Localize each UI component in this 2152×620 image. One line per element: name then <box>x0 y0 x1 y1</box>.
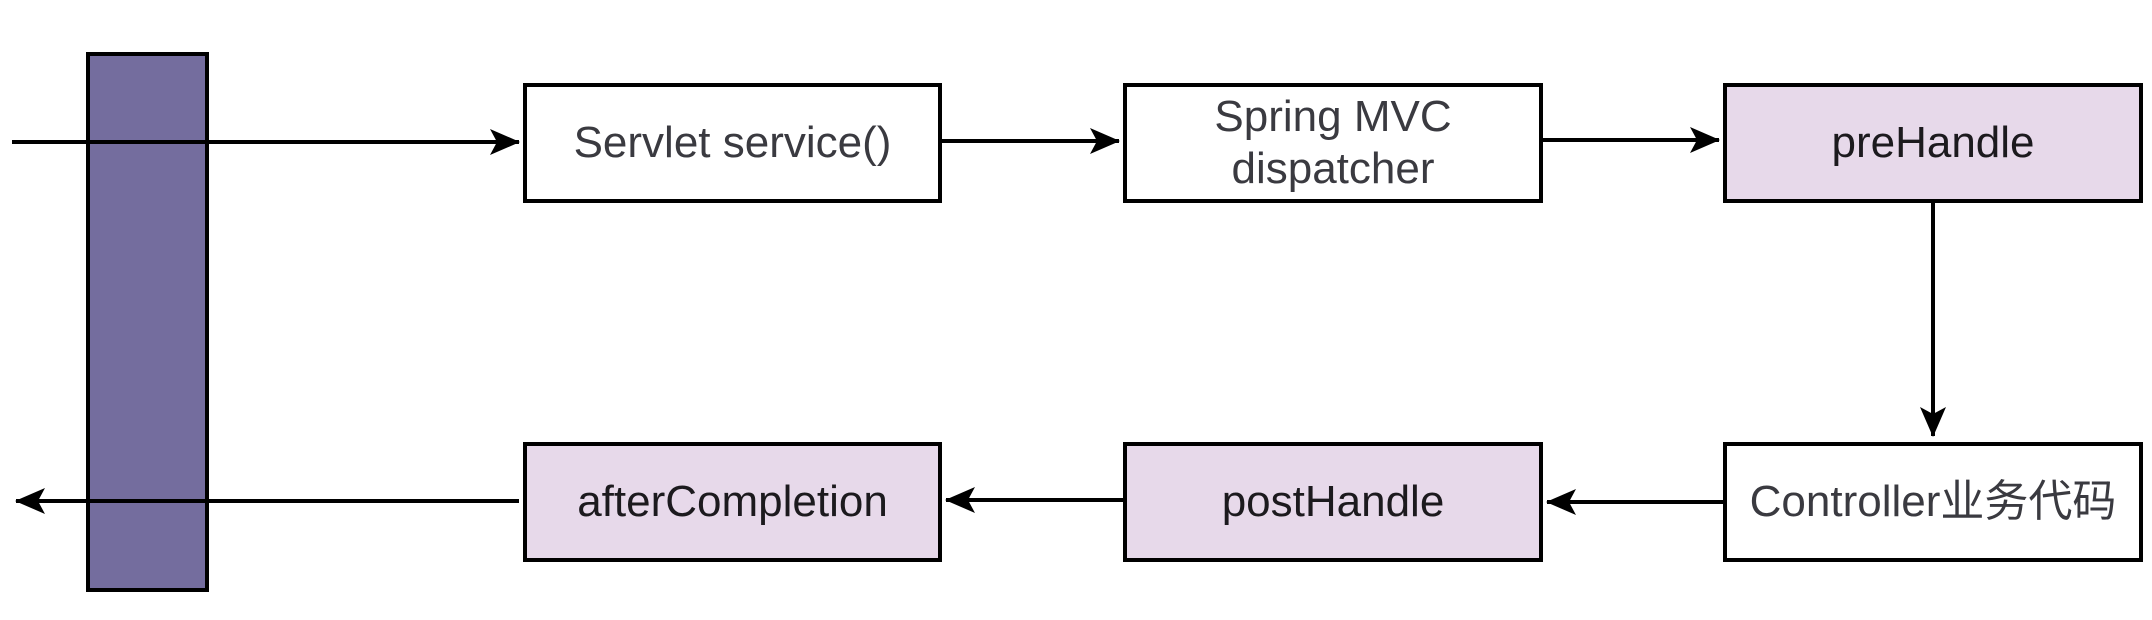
node-prehandle-label: preHandle <box>1831 118 2035 168</box>
node-controller-label: Controller业务代码 <box>1749 477 2117 527</box>
node-posthandle: postHandle <box>1123 442 1543 562</box>
node-servlet-service: Servlet service() <box>523 83 942 203</box>
node-posthandle-label: postHandle <box>1221 477 1445 527</box>
node-aftercompletion-label: afterCompletion <box>577 477 888 527</box>
node-prehandle: preHandle <box>1723 83 2143 203</box>
node-spring-mvc-dispatcher: Spring MVC dispatcher <box>1123 83 1543 203</box>
node-spring-mvc-dispatcher-label: Spring MVC dispatcher <box>1214 92 1452 193</box>
node-servlet-service-label: Servlet service() <box>573 118 892 168</box>
node-controller: Controller业务代码 <box>1723 442 2143 562</box>
node-aftercompletion: afterCompletion <box>523 442 942 562</box>
